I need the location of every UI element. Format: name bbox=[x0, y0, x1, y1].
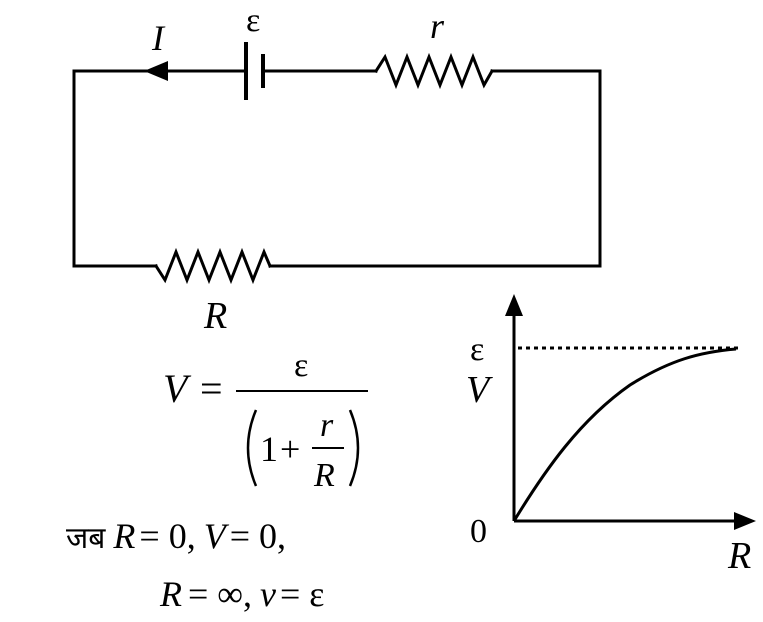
graph-y-axis-label: V bbox=[466, 369, 493, 411]
graph-v-curve bbox=[512, 347, 737, 522]
external-resistance-label: R bbox=[203, 295, 227, 337]
voltage-formula: V = ε 1 + r R bbox=[163, 347, 368, 494]
condition-line-2: R= ∞,v= ε bbox=[159, 574, 324, 614]
current-label: I bbox=[151, 18, 166, 58]
condition-2-eq1: = ∞, bbox=[188, 574, 252, 614]
condition-1-v: V bbox=[204, 516, 230, 556]
v-vs-r-graph: ε V 0 R bbox=[466, 294, 756, 577]
formula-small-denominator: R bbox=[313, 457, 335, 494]
condition-2-v: v bbox=[260, 574, 276, 614]
graph-x-axis-arrow-icon bbox=[734, 512, 756, 530]
condition-1-r: R bbox=[112, 516, 135, 556]
current-direction-arrow-icon bbox=[144, 61, 168, 81]
condition-1-eq2: = 0, bbox=[230, 516, 286, 556]
formula-one: 1 bbox=[260, 429, 278, 469]
graph-y-axis-arrow-icon bbox=[505, 294, 523, 316]
formula-equals: = bbox=[200, 366, 223, 411]
condition-2-eq2: = ε bbox=[280, 574, 324, 614]
internal-resistor-r bbox=[373, 52, 495, 90]
external-resistor-R bbox=[153, 247, 272, 285]
internal-resistance-label: r bbox=[430, 6, 445, 46]
formula-lhs: V bbox=[163, 366, 192, 411]
emf-label: ε bbox=[246, 2, 260, 39]
formula-plus: + bbox=[280, 429, 300, 469]
formula-small-numerator: r bbox=[320, 407, 334, 444]
formula-left-paren bbox=[246, 409, 258, 487]
circuit-diagram bbox=[72, 42, 602, 285]
condition-hindi-word: जब bbox=[66, 521, 106, 556]
condition-2-r: R bbox=[159, 574, 182, 614]
condition-1-eq1: = 0, bbox=[139, 516, 195, 556]
formula-numerator: ε bbox=[294, 347, 308, 384]
formula-right-paren bbox=[348, 409, 360, 487]
graph-emf-label: ε bbox=[470, 331, 484, 368]
graph-origin-label: 0 bbox=[470, 513, 487, 550]
graph-x-axis-label: R bbox=[727, 535, 751, 577]
